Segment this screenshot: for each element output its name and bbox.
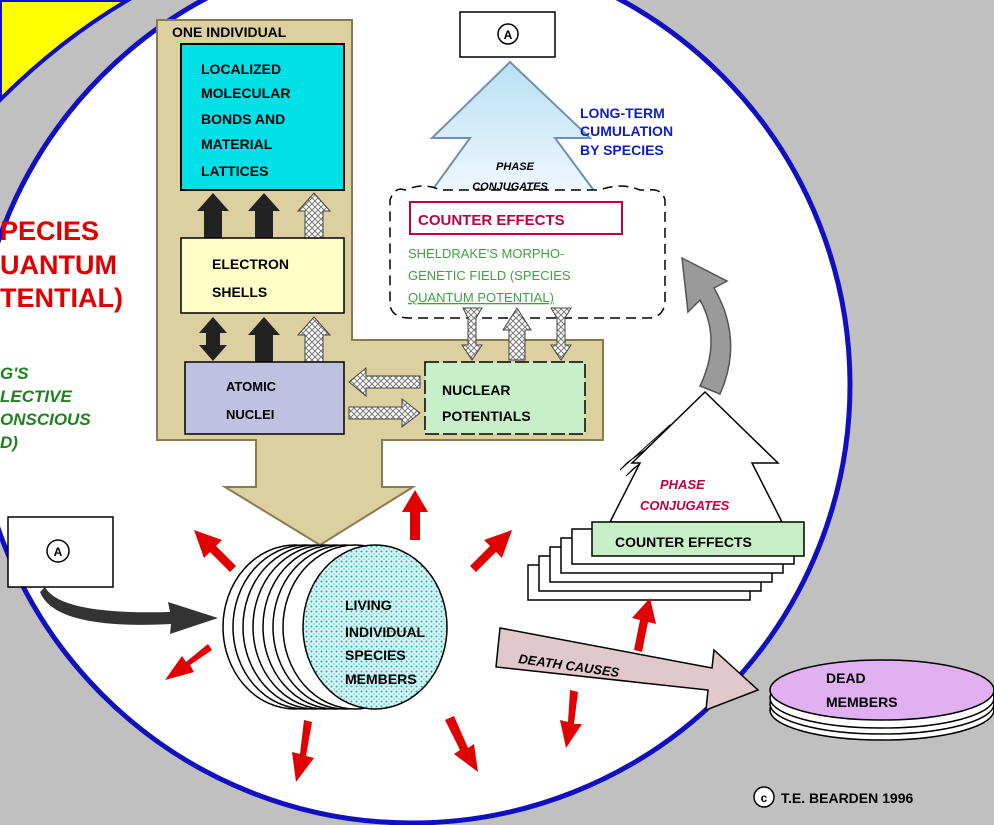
copyright-symbol: c xyxy=(761,791,768,805)
living-members-discs xyxy=(222,544,448,710)
svg-text:QUANTUM POTENTIAL): QUANTUM POTENTIAL) xyxy=(408,290,554,305)
red-arrows xyxy=(165,490,656,782)
red-arrow-upright xyxy=(470,530,512,572)
svg-text:BY SPECIES: BY SPECIES xyxy=(580,142,664,158)
up-arrow-2 xyxy=(248,193,280,238)
dead-members-stack xyxy=(769,659,994,741)
up-arrow-hatched-3 xyxy=(502,307,532,361)
red-arrow-up xyxy=(402,490,428,540)
down-arrow-hatched-1 xyxy=(461,307,483,361)
svg-text:CUMULATION: CUMULATION xyxy=(580,123,673,139)
up-arrow-3 xyxy=(248,317,280,362)
nuclear-potentials-box xyxy=(424,361,586,435)
electron-shells-label-2: SHELLS xyxy=(212,284,267,300)
phase-conjugates-top-label: PHASE xyxy=(496,161,535,173)
jung-collective-unconscious-label: G'S LECTIVE ONSCIOUS D) xyxy=(0,364,91,452)
left-a-circle xyxy=(46,539,70,563)
top-a-box xyxy=(459,11,556,58)
electron-shells-box xyxy=(180,237,345,314)
svg-text:LONG-TERM: LONG-TERM xyxy=(580,105,665,121)
counter-effects-right-box xyxy=(591,521,805,557)
svg-text:INDIVIDUAL: INDIVIDUAL xyxy=(345,624,426,640)
svg-text:LOCALIZED: LOCALIZED xyxy=(201,61,281,77)
death-causes-arrow xyxy=(495,627,760,712)
red-arrow-left xyxy=(165,644,212,680)
nuclear-potentials-label: NUCLEAR xyxy=(442,382,510,398)
svg-text:BONDS AND: BONDS AND xyxy=(201,111,285,127)
species-quantum-potential-label: PECIES UANTUM TENTIAL) xyxy=(0,216,123,313)
counter-effects-top-box xyxy=(409,201,623,235)
svg-text:G'S: G'S xyxy=(0,364,29,383)
red-arrow-downright xyxy=(445,716,478,772)
up-arrow-hatched-1 xyxy=(296,192,332,239)
localized-bonds-label: LOCALIZED MOLECULAR BONDS AND MATERIAL L… xyxy=(201,61,290,179)
atomic-nuclei-box xyxy=(184,361,345,435)
phase-conjugates-right-label: PHASE xyxy=(660,477,705,492)
dead-members-label: DEAD xyxy=(826,670,866,686)
svg-text:SPECIES: SPECIES xyxy=(345,647,406,663)
up-arrow-hatched-2 xyxy=(296,316,332,363)
svg-text:MOLECULAR: MOLECULAR xyxy=(201,85,290,101)
right-arrow-hatched xyxy=(348,397,421,429)
svg-text:LIVING: LIVING xyxy=(345,597,392,613)
svg-text:LATTICES: LATTICES xyxy=(201,163,268,179)
phase-conjugates-right-label-2: CONJUGATES xyxy=(640,498,730,513)
top-a-label: A xyxy=(504,28,513,42)
up-arrow-1 xyxy=(197,193,229,238)
top-a-circle xyxy=(497,23,519,45)
one-individual-title: ONE INDIVIDUAL xyxy=(172,24,287,40)
counter-effects-top-label: COUNTER EFFECTS xyxy=(418,212,565,229)
svg-text:D): D) xyxy=(0,433,18,452)
svg-text:PECIES: PECIES xyxy=(0,216,99,246)
svg-text:TENTIAL): TENTIAL) xyxy=(0,283,123,313)
a-to-living-arrow xyxy=(40,587,218,634)
left-a-label: A xyxy=(54,545,63,559)
red-arrow-upleft xyxy=(194,530,236,572)
left-arrow-hatched xyxy=(348,366,421,398)
down-arrow-hatched-2 xyxy=(550,307,572,361)
svg-text:MEMBERS: MEMBERS xyxy=(345,671,417,687)
red-arrow-down-2 xyxy=(560,690,582,748)
svg-text:SHELDRAKE'S MORPHO-: SHELDRAKE'S MORPHO- xyxy=(408,246,564,261)
red-arrow-down xyxy=(292,720,314,782)
dead-members-label-2: MEMBERS xyxy=(826,694,898,710)
atomic-nuclei-label: ATOMIC xyxy=(226,379,277,394)
electron-shells-label: ELECTRON xyxy=(212,256,289,272)
atomic-nuclei-label-2: NUCLEI xyxy=(226,407,274,422)
copyright-label: T.E. BEARDEN 1996 xyxy=(781,790,913,806)
svg-text:LECTIVE: LECTIVE xyxy=(0,387,72,406)
svg-text:MATERIAL: MATERIAL xyxy=(201,136,273,152)
curved-grey-arrow xyxy=(681,256,732,395)
long-term-cumulation-label: LONG-TERM CUMULATION BY SPECIES xyxy=(580,105,673,158)
svg-text:UANTUM: UANTUM xyxy=(0,250,117,280)
svg-text:GENETIC FIELD (SPECIES: GENETIC FIELD (SPECIES xyxy=(408,268,571,283)
nuclear-potentials-label-2: POTENTIALS xyxy=(442,408,531,424)
copyright-icon xyxy=(753,786,775,808)
double-arrow xyxy=(199,317,227,361)
yellow-region xyxy=(0,0,132,103)
sheldrake-field-label: SHELDRAKE'S MORPHO- GENETIC FIELD (SPECI… xyxy=(408,246,571,305)
counter-effects-right-label: COUNTER EFFECTS xyxy=(615,534,752,550)
red-arrow-right-up xyxy=(632,598,656,652)
svg-text:ONSCIOUS: ONSCIOUS xyxy=(0,410,91,429)
localized-bonds-box xyxy=(180,43,345,191)
living-members-label: LIVING INDIVIDUAL SPECIES MEMBERS xyxy=(345,597,426,687)
